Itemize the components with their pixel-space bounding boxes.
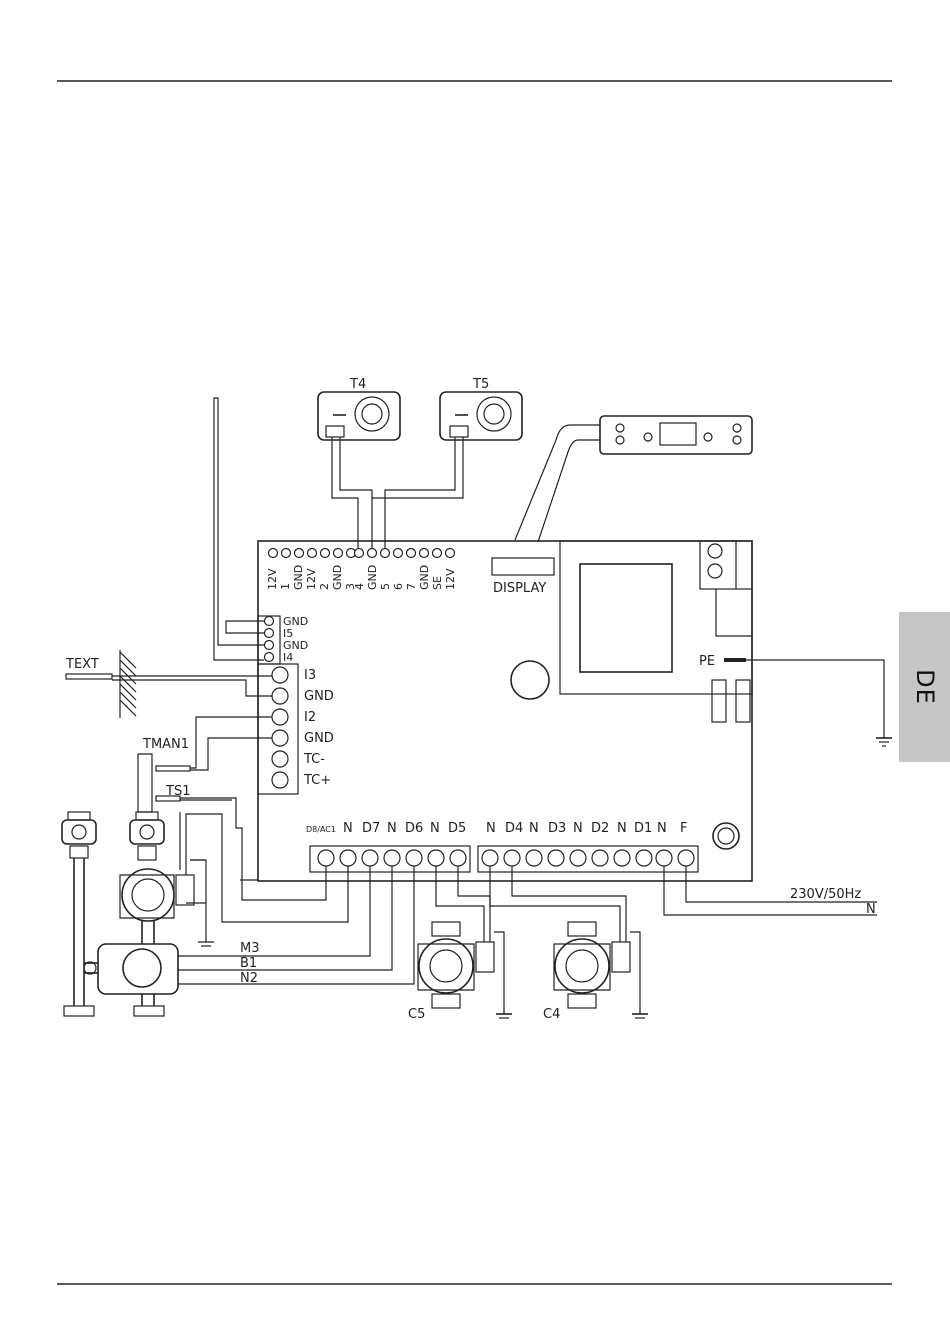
terminal-label-n: N xyxy=(657,821,667,836)
terminal-label-d6: D6 xyxy=(405,821,423,836)
display-connector-label: DISPLAY xyxy=(493,581,546,596)
mixing-circuit: M3 B1 N2 xyxy=(62,812,414,1016)
terminal-label-d8-ac1: D8/AC1 xyxy=(306,825,336,834)
top-terminal-label: 12V xyxy=(305,568,318,590)
mixer-m3-label: M3 xyxy=(240,941,260,956)
thermostat-t5: T5 xyxy=(440,377,522,440)
terminal-label-d3: D3 xyxy=(548,821,566,836)
terminal-label-gnd: GND xyxy=(304,731,334,746)
terminal-label-n: N xyxy=(387,821,397,836)
top-terminal-label: 5 xyxy=(379,583,392,590)
top-terminal-label: 6 xyxy=(392,583,405,590)
terminal-label-tc-plus: TC+ xyxy=(303,773,331,788)
terminal-label-n: N xyxy=(486,821,496,836)
terminal-label-n: N xyxy=(529,821,539,836)
bottom-terminals-left: D8/AC1 N D7 N D6 N D5 xyxy=(306,821,470,872)
top-terminal-strip: 12V 1 GND 12V 2 GND 3 4 GND 5 6 7 GND SE… xyxy=(266,549,457,591)
neutral-label: N xyxy=(866,902,876,917)
terminal-label-d7: D7 xyxy=(362,821,380,836)
terminal-label-n: N xyxy=(573,821,583,836)
display-panel xyxy=(515,416,752,542)
terminal-label-d5: D5 xyxy=(448,821,466,836)
terminal-label-gnd: GND xyxy=(304,689,334,704)
thermostat-t4-label: T4 xyxy=(349,377,366,392)
top-terminal-label: 4 xyxy=(353,583,366,590)
top-terminal-label: GND xyxy=(331,565,344,590)
terminal-label-i2: I2 xyxy=(304,710,316,725)
top-terminal-label: 12V xyxy=(444,568,457,590)
sensor-ts1: TS1 xyxy=(156,784,258,880)
power-supply: 230V/50Hz N xyxy=(664,866,877,917)
top-terminal-label: SE xyxy=(431,576,444,590)
top-terminal-label: 2 xyxy=(318,583,331,590)
terminal-label-i4: I4 xyxy=(283,651,293,664)
pump-c5-label: C5 xyxy=(408,1007,425,1022)
terminal-label-n: N xyxy=(430,821,440,836)
terminal-label-n: N xyxy=(343,821,353,836)
power-label: 230V/50Hz xyxy=(790,887,861,902)
left-big-terminals: I3 GND I2 GND TC- TC+ xyxy=(258,664,334,794)
protective-earth: PE xyxy=(699,654,892,746)
top-terminal-label: 7 xyxy=(405,583,418,590)
thermostat-t5-label: T5 xyxy=(472,377,489,392)
top-terminal-label: GND xyxy=(366,565,379,590)
top-terminal-label: 1 xyxy=(279,583,292,590)
thermostat-t4: T4 xyxy=(318,377,400,440)
top-terminal-label: 12V xyxy=(266,568,279,590)
pe-label: PE xyxy=(699,654,715,669)
terminal-label-d4: D4 xyxy=(505,821,523,836)
terminal-label-f: F xyxy=(680,821,687,836)
terminal-label-d2: D2 xyxy=(591,821,609,836)
terminal-label-d1: D1 xyxy=(634,821,652,836)
top-terminal-label: GND xyxy=(418,565,431,590)
outdoor-sensor-label: TEXT xyxy=(65,657,99,672)
sensor-ts1-label: TS1 xyxy=(165,784,190,799)
mixer-n2-label: N2 xyxy=(240,971,258,986)
terminal-label-i3: I3 xyxy=(304,668,316,683)
language-tab-label: DE xyxy=(911,669,939,705)
terminal-label-n: N xyxy=(617,821,627,836)
bottom-terminals-right: N D4 N D3 N D2 N D1 N F xyxy=(478,821,698,872)
left-small-terminals: GND I5 GND I4 xyxy=(214,398,308,664)
top-terminal-labels: 12V 1 GND 12V 2 GND 3 4 GND 5 6 7 GND SE… xyxy=(266,565,457,590)
thermostat-wires xyxy=(332,437,463,548)
sensor-tman1-label: TMAN1 xyxy=(142,737,189,752)
pump-c4: C4 xyxy=(490,866,648,1022)
language-tab: DE xyxy=(899,612,950,762)
terminal-label-tc-minus: TC- xyxy=(303,752,325,767)
pump-c5: C5 xyxy=(408,866,512,1022)
top-terminal-label: GND xyxy=(292,565,305,590)
pump-c4-label: C4 xyxy=(543,1007,560,1022)
mixer-b1-label: B1 xyxy=(240,956,257,971)
